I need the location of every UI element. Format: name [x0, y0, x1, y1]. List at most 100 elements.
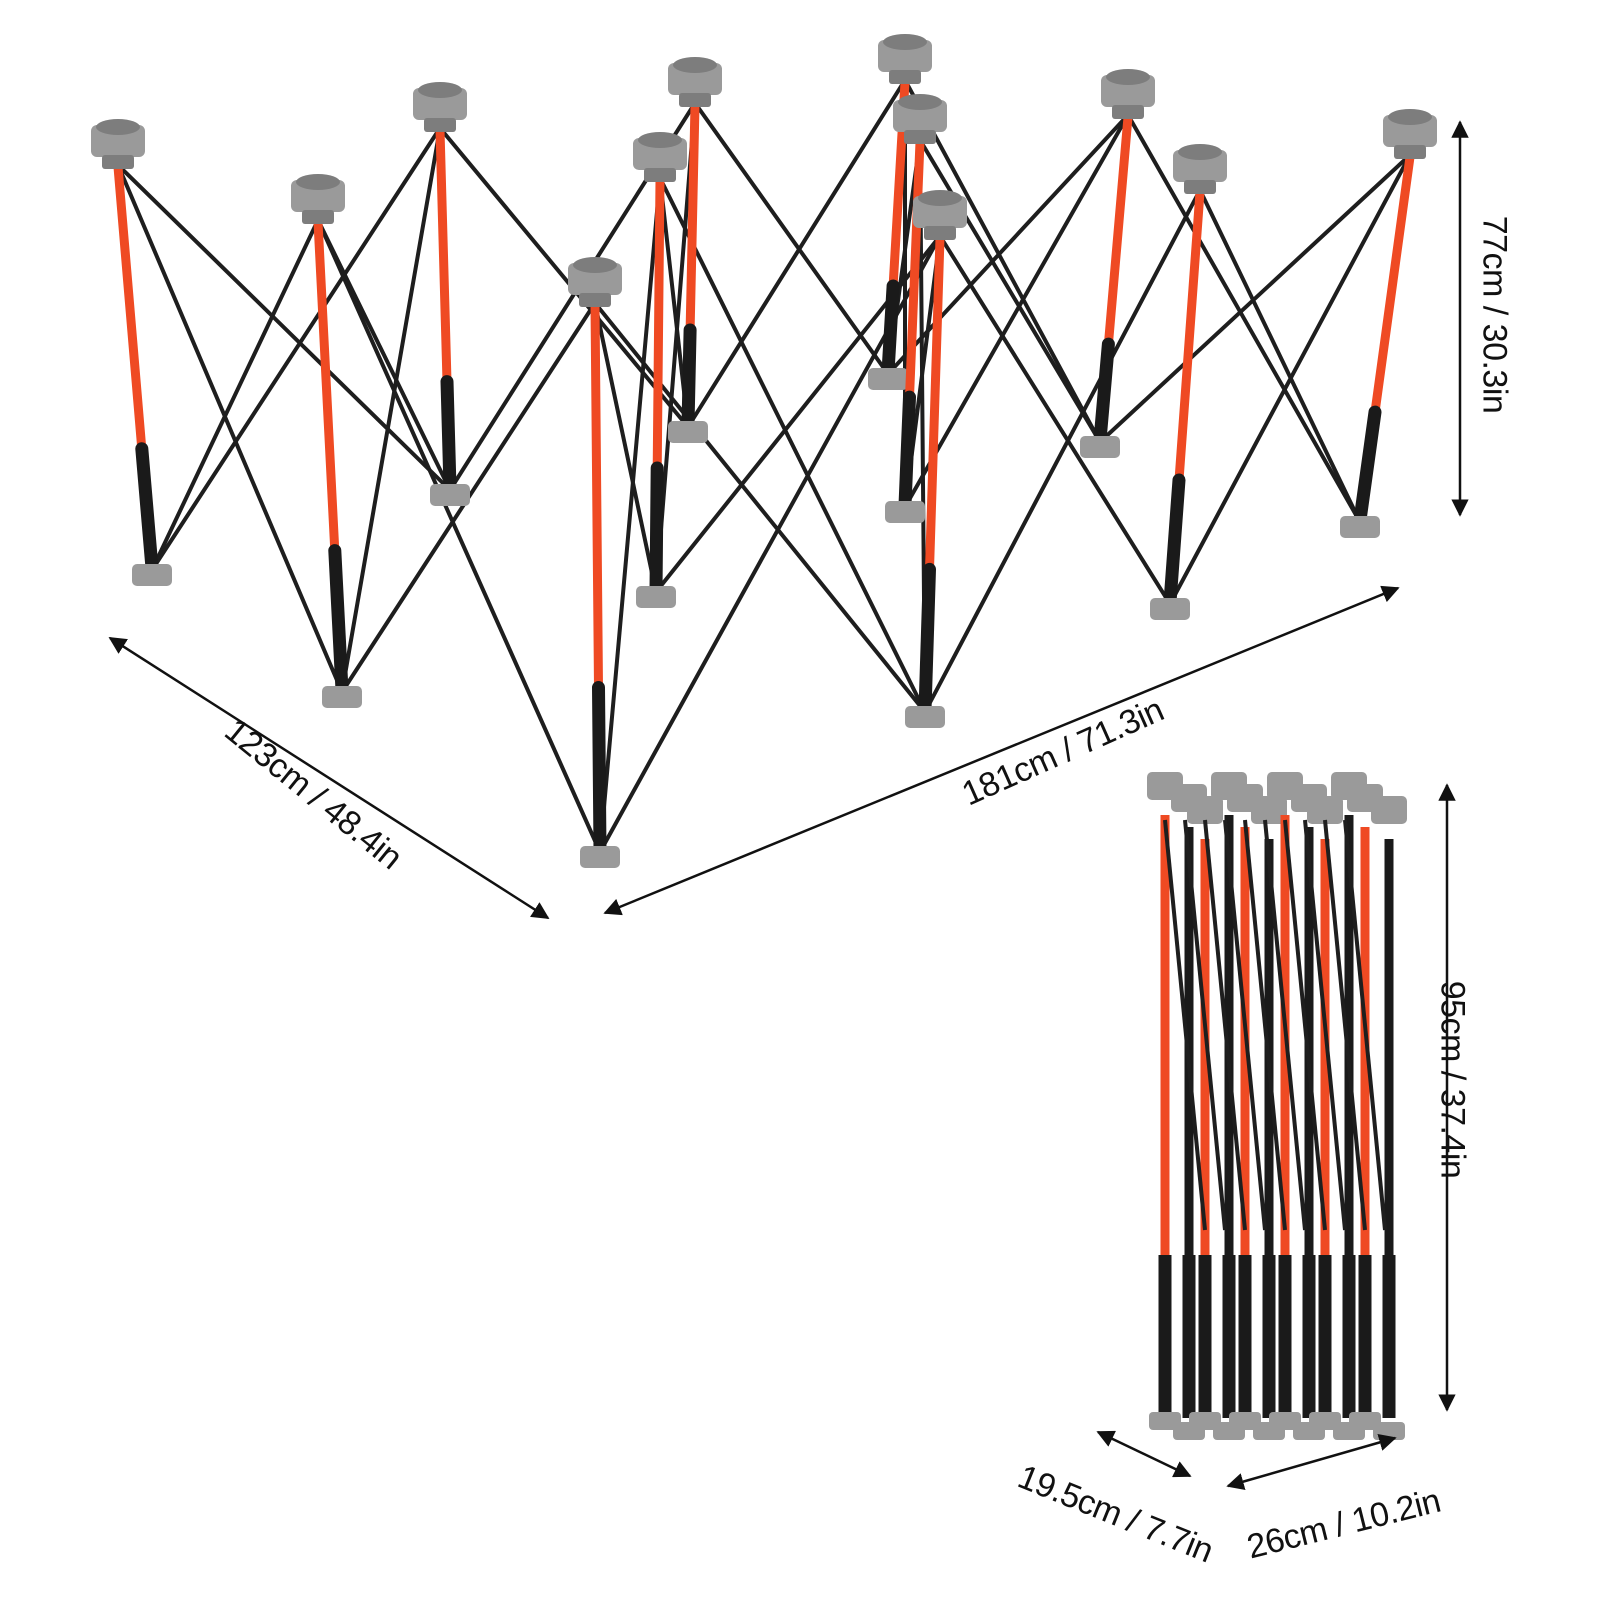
leg-foot [132, 564, 172, 586]
cross-brace [316, 218, 452, 492]
leg-grip [328, 544, 349, 697]
leg-grip [649, 461, 664, 597]
cross-brace [340, 126, 442, 694]
cross-brace [923, 188, 1202, 714]
leg-grip [1163, 473, 1186, 609]
dimension-arrows [108, 120, 1469, 1491]
leg-top-cap-socket [1106, 69, 1150, 85]
leg-top-cap-socket [638, 132, 682, 148]
leg-grip [1093, 337, 1115, 447]
cross-brace [150, 218, 320, 572]
folded-leg-foot [1229, 1412, 1261, 1430]
leg-upper-tube [1370, 152, 1415, 417]
leg-top-hinge [904, 130, 936, 144]
leg-foot [430, 484, 470, 506]
sawhorse-leg [91, 119, 172, 586]
leg-foot [1080, 436, 1120, 458]
folded-leg-foot [1349, 1412, 1381, 1430]
length-arrow [603, 585, 1400, 916]
folded-sawhorse [1147, 772, 1407, 1440]
sawhorse-leg [1340, 109, 1437, 538]
leg-foot [580, 846, 620, 868]
folded-leg-cap [1307, 796, 1343, 824]
leg-upper-tube [1174, 187, 1205, 485]
leg-top-hinge [1184, 180, 1216, 194]
folded-leg-cap [1187, 796, 1223, 824]
leg-top-cap-socket [296, 174, 340, 190]
folded-depth-arrow [1096, 1430, 1192, 1478]
leg-foot [905, 706, 945, 728]
sawhorse-leg [885, 94, 947, 523]
leg-upper-tube [905, 137, 925, 402]
folded-width-arrow [1226, 1433, 1397, 1491]
leg-foot [885, 501, 925, 523]
folded-leg-foot [1269, 1412, 1301, 1430]
leg-upper-tube [1103, 112, 1133, 349]
leg-upper-tube [590, 300, 603, 692]
leg-top-cap-socket [1178, 144, 1222, 160]
leg-foot [1150, 598, 1190, 620]
leg-top-hinge [889, 70, 921, 84]
leg-top-cap-socket [96, 119, 140, 135]
leg-foot [668, 421, 708, 443]
leg-top-hinge [679, 93, 711, 107]
cross-brace [316, 218, 602, 854]
leg-upper-tube [685, 100, 700, 335]
leg-top-hinge [424, 118, 456, 132]
leg-top-cap-socket [418, 82, 462, 98]
leg-grip [918, 562, 936, 717]
height-dimension-label: 77cm / 30.3in [1475, 215, 1514, 414]
leg-grip [1353, 405, 1382, 527]
leg-top-hinge [579, 293, 611, 307]
leg-foot [1340, 516, 1380, 538]
leg-grip [898, 390, 916, 512]
leg-grip [440, 375, 457, 495]
folded-leg-cap [1371, 796, 1407, 824]
cross-brace [938, 234, 1172, 606]
leg-foot [868, 368, 908, 390]
leg-top-hinge [1112, 105, 1144, 119]
sawhorse-leg [413, 82, 470, 506]
cross-brace [116, 163, 344, 694]
cross-brace [1126, 113, 1362, 524]
cross-brace [593, 301, 927, 714]
leg-top-hinge [644, 168, 676, 182]
cross-brace [918, 138, 1102, 444]
cross-brace [686, 78, 907, 429]
leg-upper-tube [652, 175, 665, 473]
leg-top-cap-socket [673, 57, 717, 73]
cross-brace [438, 126, 690, 429]
sawhorse-leg [668, 57, 722, 443]
leg-grip [592, 681, 607, 857]
folded-leg [1371, 796, 1407, 1440]
leg-top-hinge [302, 210, 334, 224]
leg-top-hinge [1394, 145, 1426, 159]
folded-height-dimension-label: 95cm / 37.4in [1433, 980, 1472, 1179]
cross-brace [693, 101, 890, 376]
cross-brace [1198, 188, 1362, 524]
folded-leg-foot [1149, 1412, 1181, 1430]
cross-brace [116, 163, 452, 492]
leg-upper-tube [435, 125, 452, 387]
leg-grip [681, 323, 697, 432]
leg-grip [881, 279, 900, 379]
cross-brace [1098, 153, 1412, 444]
leg-upper-tube [925, 233, 945, 574]
leg-top-cap-socket [1388, 109, 1432, 125]
cross-brace [593, 301, 658, 594]
cross-braces [116, 78, 1412, 854]
leg-grip [135, 442, 159, 575]
sawhorse-leg [568, 257, 622, 868]
folded-leg-foot [1309, 1412, 1341, 1430]
leg-foot [636, 586, 676, 608]
folded-leg-foot [1373, 1422, 1405, 1440]
leg-upper-tube [313, 217, 340, 556]
leg-top-hinge [102, 155, 134, 169]
sawhorse-legs [91, 34, 1437, 868]
cross-brace [1168, 153, 1412, 606]
sawhorse-leg [1080, 69, 1155, 458]
cross-brace [150, 126, 442, 572]
leg-upper-tube [113, 162, 147, 454]
leg-top-cap-socket [898, 94, 942, 110]
